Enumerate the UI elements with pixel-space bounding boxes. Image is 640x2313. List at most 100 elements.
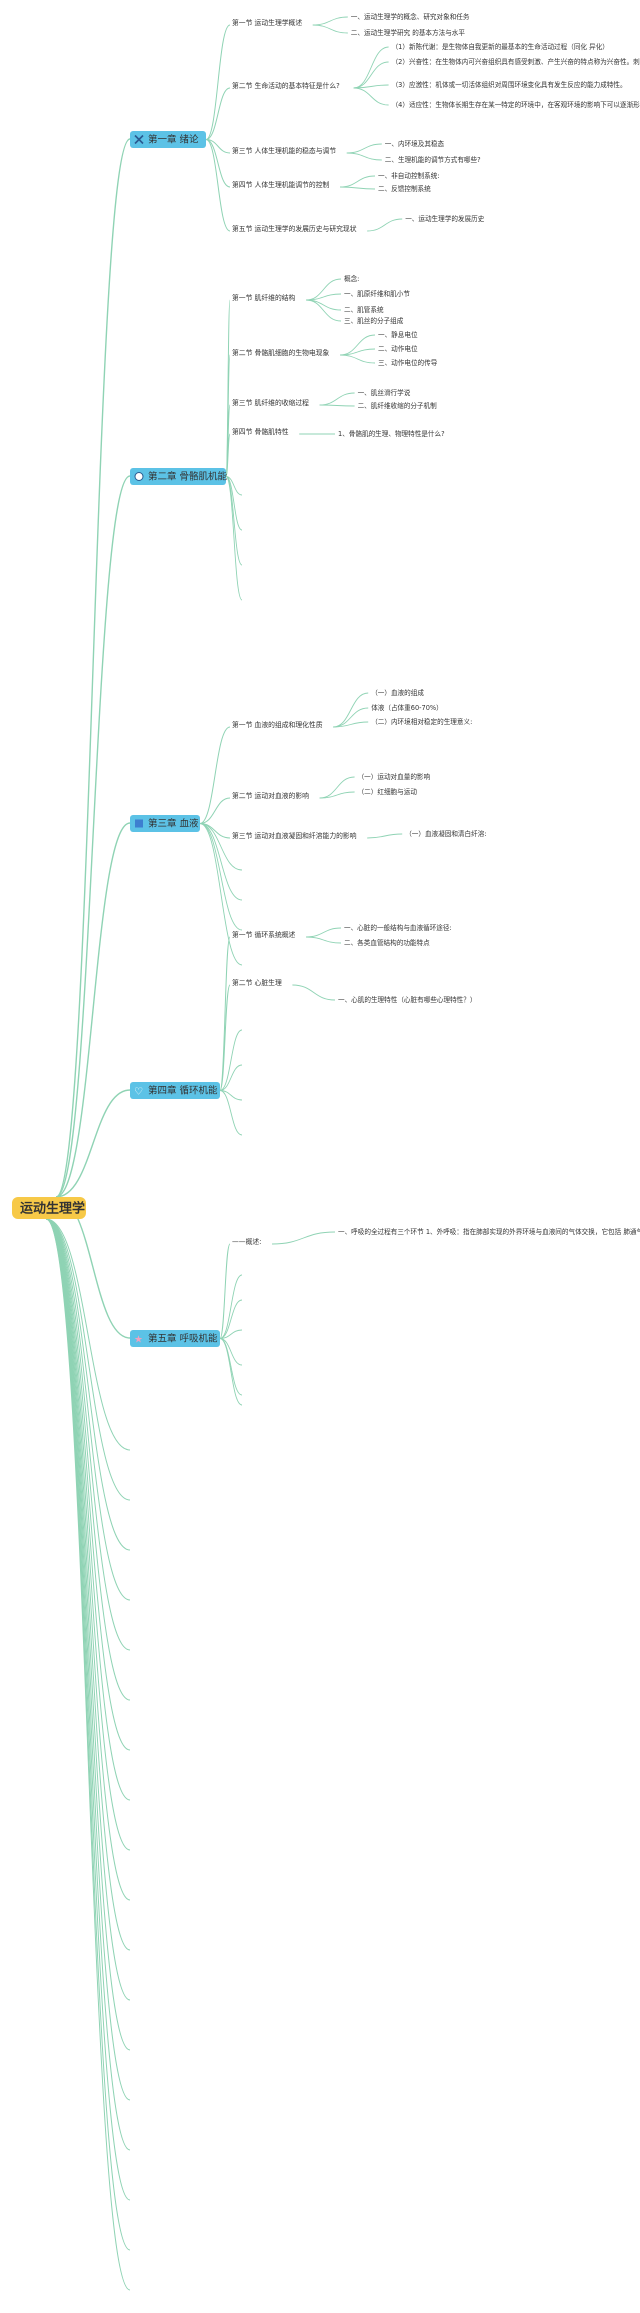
item-label: 概念: (344, 274, 359, 283)
connector-line (225, 433, 231, 477)
connector-line (45, 1218, 131, 1851)
connector-line (353, 46, 389, 89)
connector-line (45, 1218, 131, 2101)
connector-line (55, 138, 131, 1198)
connector-line (45, 1218, 131, 2251)
chapter-label: 第四章 循环机能 (148, 1085, 218, 1097)
connector-line (219, 1299, 243, 1339)
connector-line (219, 1064, 243, 1091)
connector-line (219, 1029, 243, 1091)
connector-line (45, 1218, 131, 1901)
connector-line (305, 927, 342, 938)
connector-line (367, 218, 403, 232)
connector-line (353, 61, 389, 89)
section-label: 第一节 循环系统概述 (232, 930, 296, 939)
section-label: 第一节 运动生理学概述 (232, 18, 302, 27)
grid-icon (135, 819, 143, 828)
item-label: 1、骨骼肌的生理、物理特性是什么? (338, 429, 445, 438)
item-label: 一、运动生理学的发展历史 (405, 214, 485, 223)
connector-line (205, 139, 231, 188)
item-label: （一）运动对血量的影响 (358, 772, 431, 781)
connector-line (339, 186, 376, 190)
svg-text:★: ★ (134, 1335, 143, 1346)
item-label: （一）血液的组成 (371, 688, 424, 697)
cross-icon (134, 134, 144, 145)
connector-line (339, 354, 376, 364)
connector-line (45, 1218, 131, 1801)
connector-line (219, 1338, 243, 1406)
section-label: 第二节 心脏生理 (232, 978, 282, 987)
connector-line (219, 984, 231, 1091)
section-label: 第三节 人体生理机能的稳态与调节 (232, 146, 336, 155)
chapter-node-5[interactable] (130, 1330, 220, 1347)
muscle-icon (134, 472, 144, 481)
connector-line (219, 1243, 231, 1339)
connector-line (205, 24, 231, 140)
connector-line (292, 984, 336, 1001)
chapter-node-4[interactable] (130, 1082, 220, 1099)
connector-line (55, 1089, 131, 1198)
chapter-label: 第二章 骨骼肌机能 (148, 471, 228, 483)
item-label: （4）适应性：生物体长期生存在某一特定的环境中，在客观环境的影响下可以逐渐形成一… (392, 100, 640, 109)
connector-line (319, 791, 355, 799)
connector-line (367, 833, 403, 839)
section-label: 第二节 运动对血液的影响 (232, 791, 309, 800)
item-label: （二）红细胞与运动 (358, 787, 418, 796)
connector-line (319, 392, 355, 406)
section-label: 第二节 骨骼肌细胞的生物电现象 (232, 348, 330, 357)
connector-line (199, 823, 243, 871)
connector-line (55, 475, 131, 1198)
connector-line (305, 299, 342, 311)
connector-line (319, 404, 355, 407)
item-label: 二、各类血管结构的功能特点 (344, 938, 430, 947)
chapter-label: 第五章 呼吸机能 (148, 1333, 218, 1345)
connector-line (219, 1090, 243, 1136)
chapter-label: 第一章 绪论 (148, 134, 199, 146)
item-label: 一、静息电位 (378, 330, 418, 339)
heart-icon: ♡ (134, 1087, 143, 1098)
item-label: 二、运动生理学研究 的基本方法与水平 (351, 28, 466, 37)
star-icon: ★ (134, 1335, 143, 1346)
item-label: 体液（占体重60-70%） (371, 703, 443, 712)
chapter-node-2[interactable] (130, 468, 226, 485)
root-node[interactable] (12, 1197, 86, 1219)
connector-line (45, 1218, 131, 1601)
chapter-label: 第三章 血液 (148, 818, 199, 830)
item-label: 三、肌丝的分子组成 (344, 316, 404, 325)
connector-line (219, 1090, 243, 1101)
item-label: 二、反馈控制系统 (378, 184, 431, 193)
section-label: 第一节 肌纤维的结构 (232, 293, 296, 302)
connector-line (45, 1218, 131, 2291)
item-label: （3）应激性：机体或一切活体组织对周围环境变化具有发生反应的能力成特性。 (392, 80, 627, 89)
connector-line (225, 476, 243, 601)
connector-line (346, 152, 382, 161)
connector-line (346, 143, 382, 154)
connector-line (312, 16, 348, 26)
chapter-node-3[interactable] (130, 815, 200, 832)
section-label: 第四节 人体生理机能调节的控制 (232, 180, 330, 189)
connector-line (45, 1218, 131, 1651)
connector-line (353, 87, 389, 106)
connector-line (45, 1218, 131, 1701)
item-label: 一、内环境及其稳态 (385, 139, 445, 148)
section-label: ——概述: (232, 1237, 261, 1246)
item-label: 二、生理机能的调节方式有哪些? (385, 155, 481, 164)
section-label: 第三节 运动对血液凝固和纤溶能力的影响 (232, 831, 357, 840)
connector-line (271, 1231, 336, 1245)
chapter-node-1[interactable] (130, 131, 206, 148)
item-label: 一、肌原纤维和肌小节 (344, 289, 410, 298)
connector-line (199, 823, 243, 901)
connector-line (219, 1338, 243, 1366)
connector-line (199, 823, 243, 966)
item-label: 二、肌管系统 (344, 305, 384, 314)
connector-line (45, 1218, 131, 2201)
item-label: （1）新陈代谢：是生物体自我更新的最基本的生命活动过程（同化 异化） (392, 42, 609, 51)
connector-line (219, 936, 231, 1091)
connector-line (45, 1218, 131, 1551)
item-label: 一、心脏的一般结构与血液循环途径: (344, 923, 452, 932)
connector-line (333, 721, 369, 728)
connector-line (205, 139, 231, 232)
connector-line (219, 1338, 243, 1396)
item-label: 二、肌纤维收缩的分子机制 (358, 401, 438, 410)
connector-line (219, 1329, 243, 1339)
